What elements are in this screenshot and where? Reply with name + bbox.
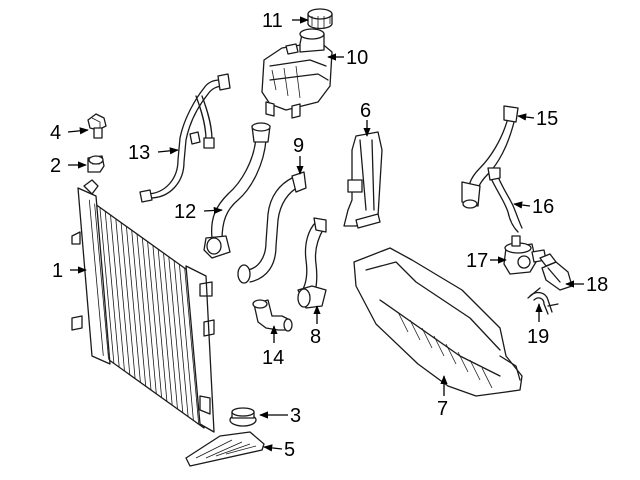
callout-6: 6 xyxy=(360,100,371,122)
leader-line-15 xyxy=(517,113,535,121)
callout-19: 19 xyxy=(527,326,549,348)
callout-16: 16 xyxy=(532,196,554,218)
callout-17: 17 xyxy=(466,250,488,272)
strap-part xyxy=(527,287,559,315)
leader-line-13 xyxy=(157,147,179,155)
bracket-part xyxy=(539,253,573,291)
callout-5: 5 xyxy=(284,439,295,461)
radiator-fin xyxy=(136,233,152,391)
callout-8: 8 xyxy=(310,326,321,348)
expansion-tank-part xyxy=(261,28,333,119)
radiator-fin xyxy=(163,252,178,410)
radiator-fin xyxy=(173,260,189,417)
leader-line-16 xyxy=(513,201,531,209)
radiator-fin xyxy=(126,226,141,383)
radiator-part xyxy=(71,179,215,433)
duct-slat xyxy=(469,359,481,381)
callout-14: 14 xyxy=(262,347,284,369)
leader-line-12 xyxy=(203,206,223,215)
duct-slat xyxy=(445,343,457,365)
callout-13: 13 xyxy=(128,142,150,164)
coolant-pipe-part xyxy=(461,105,519,209)
duct-slat xyxy=(457,351,469,373)
callout-1: 1 xyxy=(52,260,63,282)
callout-15: 15 xyxy=(536,108,558,130)
radiator-fin xyxy=(147,241,162,398)
duct-slat xyxy=(409,319,421,341)
pipe-part xyxy=(487,167,523,233)
radiator-fin xyxy=(152,245,168,402)
duct-slat xyxy=(397,311,409,333)
cap-part xyxy=(307,8,333,30)
air-duct-part xyxy=(353,247,523,397)
callout-10: 10 xyxy=(346,47,368,69)
callout-11: 11 xyxy=(262,10,283,32)
radiator-hose-part xyxy=(237,171,307,284)
upper-hose-part xyxy=(203,122,271,259)
radiator-fin xyxy=(104,211,120,368)
grommet-part xyxy=(229,407,257,427)
callout-18: 18 xyxy=(586,274,608,296)
vent-hose-part xyxy=(139,73,231,203)
radiator-fin xyxy=(88,199,104,356)
radiator-fin xyxy=(168,256,184,413)
leader-line-5 xyxy=(263,444,283,452)
radiator-fin xyxy=(110,214,125,372)
radiator-fin xyxy=(141,237,157,394)
radiator-fin xyxy=(179,264,194,421)
callout-labels: 1 2 3 4 5 6 7 8 9 10 11 12 13 14 15 16 1… xyxy=(50,10,608,461)
shield-part xyxy=(185,431,265,467)
callout-7: 7 xyxy=(437,398,448,420)
air-guide-part xyxy=(343,131,383,229)
callout-3: 3 xyxy=(290,405,301,427)
callout-2: 2 xyxy=(50,155,61,177)
duct-slat xyxy=(433,335,445,357)
callout-4: 4 xyxy=(50,122,61,144)
radiator-fin xyxy=(94,203,109,360)
duct-slat xyxy=(481,367,493,389)
callout-9: 9 xyxy=(293,135,304,157)
radiator-fin xyxy=(120,222,136,379)
pump-part xyxy=(503,235,547,275)
radiator-fin xyxy=(99,207,115,364)
radiator-fin xyxy=(157,249,173,406)
radiator-fin xyxy=(184,268,200,425)
radiator-fin xyxy=(131,230,147,387)
leader-lines xyxy=(67,16,584,452)
radiator-fin xyxy=(115,218,131,375)
callout-12: 12 xyxy=(174,201,196,223)
bolt-part xyxy=(87,113,107,139)
short-hose-part xyxy=(252,299,293,332)
leader-line-4 xyxy=(67,127,89,135)
duct-slat xyxy=(421,327,433,349)
lower-hose-part xyxy=(297,217,327,309)
clip-part xyxy=(87,155,105,173)
